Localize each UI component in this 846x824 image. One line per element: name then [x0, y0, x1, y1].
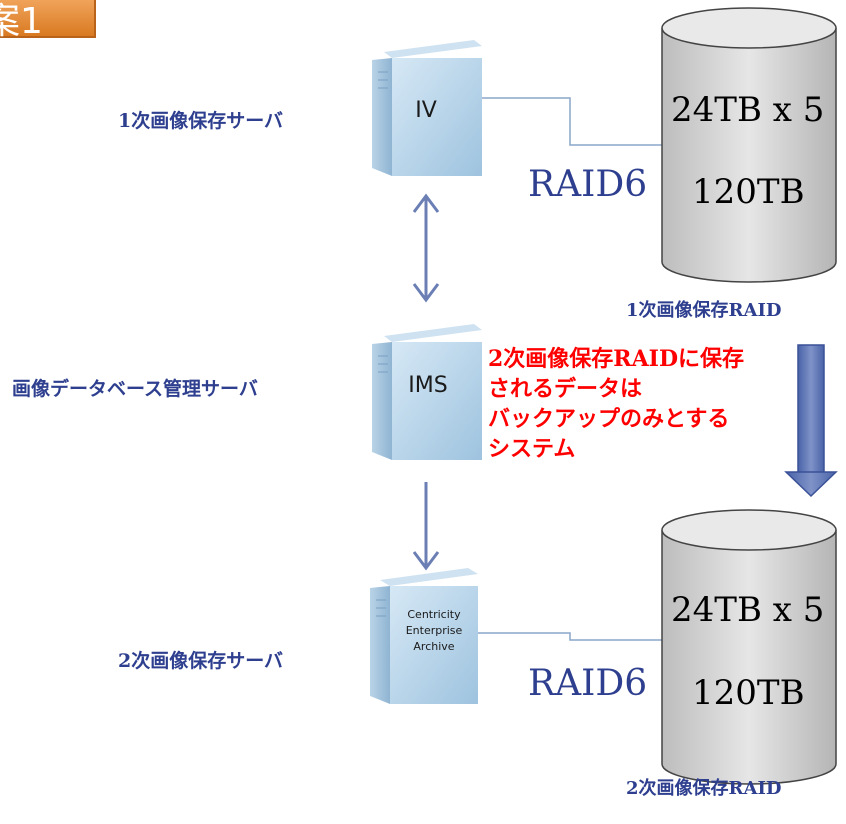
- corner-tab: 案1: [0, 0, 96, 42]
- server-iv-label: 1次画像保存サーバ: [118, 110, 284, 132]
- server-archive-icon: Centricity Enterprise Archive: [370, 568, 478, 704]
- server-ims-icon-text: IMS: [408, 373, 447, 398]
- raid-2-cylinder: [661, 509, 837, 785]
- server-archive-icon-line-3: Archive: [413, 640, 454, 653]
- double-arrow-iv-ims: [412, 193, 440, 303]
- arrow-ims-archive: [412, 482, 440, 571]
- server-ims-label: 画像データベース管理サーバ: [12, 378, 258, 400]
- raid-2-label: RAID6: [528, 663, 648, 704]
- server-archive-label: 2次画像保存サーバ: [118, 650, 284, 672]
- raid-1-caption: 1次画像保存RAID: [626, 300, 782, 321]
- corner-tab-label: 案1: [0, 1, 43, 42]
- connector-archive-raid: [478, 632, 662, 641]
- raid-2-total-line: 120TB: [692, 673, 805, 713]
- server-archive-icon-line-1: Centricity: [407, 608, 461, 621]
- server-iv-icon: IV: [372, 40, 482, 176]
- server-iv-icon-text: IV: [415, 98, 437, 123]
- raid-1-label: RAID6: [528, 164, 648, 205]
- note-line-2: されるデータは: [488, 376, 643, 402]
- connector-iv-raid: [480, 97, 662, 146]
- raid-2-capacity-line: 24TB x 5: [671, 590, 825, 630]
- note-line-3: バックアップのみとする: [488, 406, 730, 432]
- server-archive-icon-line-2: Enterprise: [406, 624, 463, 637]
- raid-1-cylinder: [661, 7, 837, 283]
- server-ims-icon: IMS: [372, 324, 482, 460]
- note-text: 2次画像保存RAIDに保存 されるデータは バックアップのみとする システム: [488, 344, 744, 464]
- raid-1-total-line: 120TB: [692, 172, 805, 212]
- note-line-1: 2次画像保存RAIDに保存: [488, 346, 745, 372]
- raid-2-caption: 2次画像保存RAID: [626, 778, 782, 799]
- raid-1-capacity-line: 24TB x 5: [671, 90, 825, 130]
- note-line-4: システム: [488, 436, 576, 462]
- large-down-arrow: [784, 344, 838, 498]
